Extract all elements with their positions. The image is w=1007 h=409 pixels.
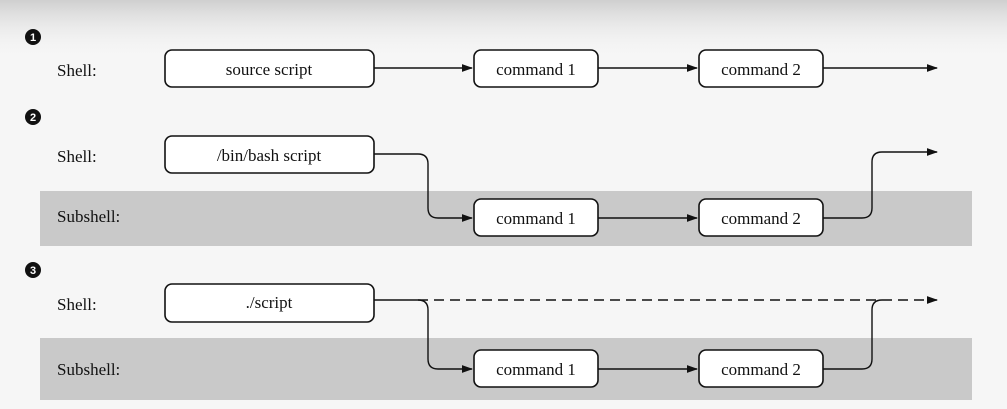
command-1-label: command 1 [496,209,576,228]
source-script-box: source script [164,49,375,88]
command-1-label: command 1 [496,60,576,79]
fork-arrow [417,299,474,373]
return-line [823,299,883,370]
panel-number: 2 [30,112,36,124]
command-2-box: command 2 [698,349,824,388]
start-box-label: ./script [246,293,293,312]
command-2-box: command 2 [698,49,824,88]
shell-label: Shell: [57,61,97,80]
command-2-box: command 2 [698,198,824,237]
panel-number: 1 [30,32,36,44]
start-box-label: /bin/bash script [217,146,322,165]
command-2-label: command 2 [721,209,801,228]
panel-number: 3 [30,265,36,277]
command-1-box: command 1 [473,198,599,237]
dot-script-box: ./script [164,283,375,323]
subshell-label: Subshell: [57,360,120,379]
shell-label: Shell: [57,295,97,314]
panel-number-badge: 3 [25,262,41,278]
subshell-label: Subshell: [57,207,120,226]
start-box-label: source script [226,60,313,79]
panel-number-badge: 2 [25,109,41,125]
command-2-label: command 2 [721,60,801,79]
panel-2: 2 Shell: Subshell: /bin/bash script comm… [25,109,939,237]
command-1-box: command 1 [473,349,599,388]
shell-label: Shell: [57,147,97,166]
fork-arrow [374,153,474,222]
command-1-box: command 1 [473,49,599,88]
panel-3: 3 Shell: Subshell: ./script command 1 co… [25,262,939,388]
panel-number-badge: 1 [25,29,41,45]
command-2-label: command 2 [721,360,801,379]
command-1-label: command 1 [496,360,576,379]
bash-script-box: /bin/bash script [164,135,375,174]
return-arrow [823,148,939,219]
panel-1: 1 Shell: source script command 1 command… [25,29,939,88]
